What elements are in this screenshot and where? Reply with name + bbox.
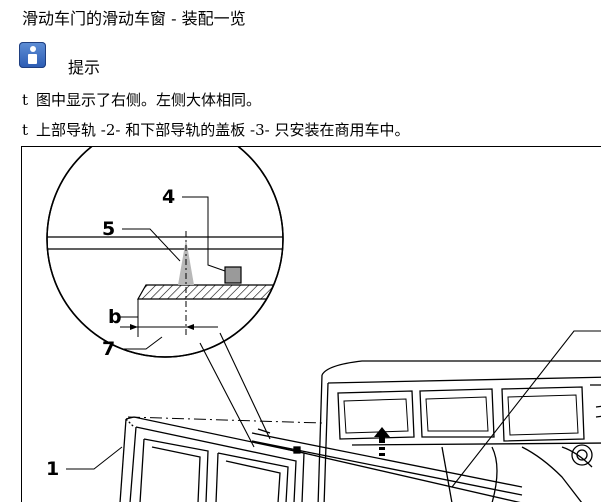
info-icon xyxy=(19,42,46,68)
note-item: t 图中显示了右侧。左侧大体相同。 xyxy=(22,90,261,110)
diagram-svg: 4 5 b 7 1 xyxy=(46,147,601,502)
callout-b-leader xyxy=(120,301,139,318)
callout-1: 1 xyxy=(46,458,59,480)
leader-line xyxy=(451,330,601,488)
callout-5-leader xyxy=(122,228,181,262)
callout-7: 7 xyxy=(102,338,115,360)
arrow-up-icon xyxy=(374,427,390,456)
callout-7-leader xyxy=(122,336,163,350)
callout-4-leader xyxy=(182,196,226,272)
tip-label: 提示 xyxy=(68,58,101,77)
detail-circle xyxy=(46,147,284,358)
detail-leader-right xyxy=(219,332,271,440)
detail-leader-left xyxy=(199,342,255,448)
guide-rail xyxy=(251,428,523,502)
sliding-window xyxy=(119,416,305,502)
assembly-diagram: 4 5 b 7 1 xyxy=(21,146,601,502)
note-bullet: t xyxy=(22,121,29,139)
page-title: 滑动车门的滑动车窗 - 装配一览 xyxy=(22,9,246,28)
alignment-line xyxy=(127,416,323,424)
callout-4: 4 xyxy=(162,186,175,208)
callout-b: b xyxy=(108,306,122,328)
note-text: 图中显示了右侧。左侧大体相同。 xyxy=(36,91,262,109)
callout-1-leader xyxy=(66,446,123,470)
note-bullet: t xyxy=(22,91,29,109)
note-text: 上部导轨 -2- 和下部导轨的盖板 -3- 只安装在商用车中。 xyxy=(36,121,410,139)
callout-5: 5 xyxy=(102,218,115,240)
note-item: t 上部导轨 -2- 和下部导轨的盖板 -3- 只安装在商用车中。 xyxy=(22,120,409,140)
vehicle-body xyxy=(317,360,601,502)
